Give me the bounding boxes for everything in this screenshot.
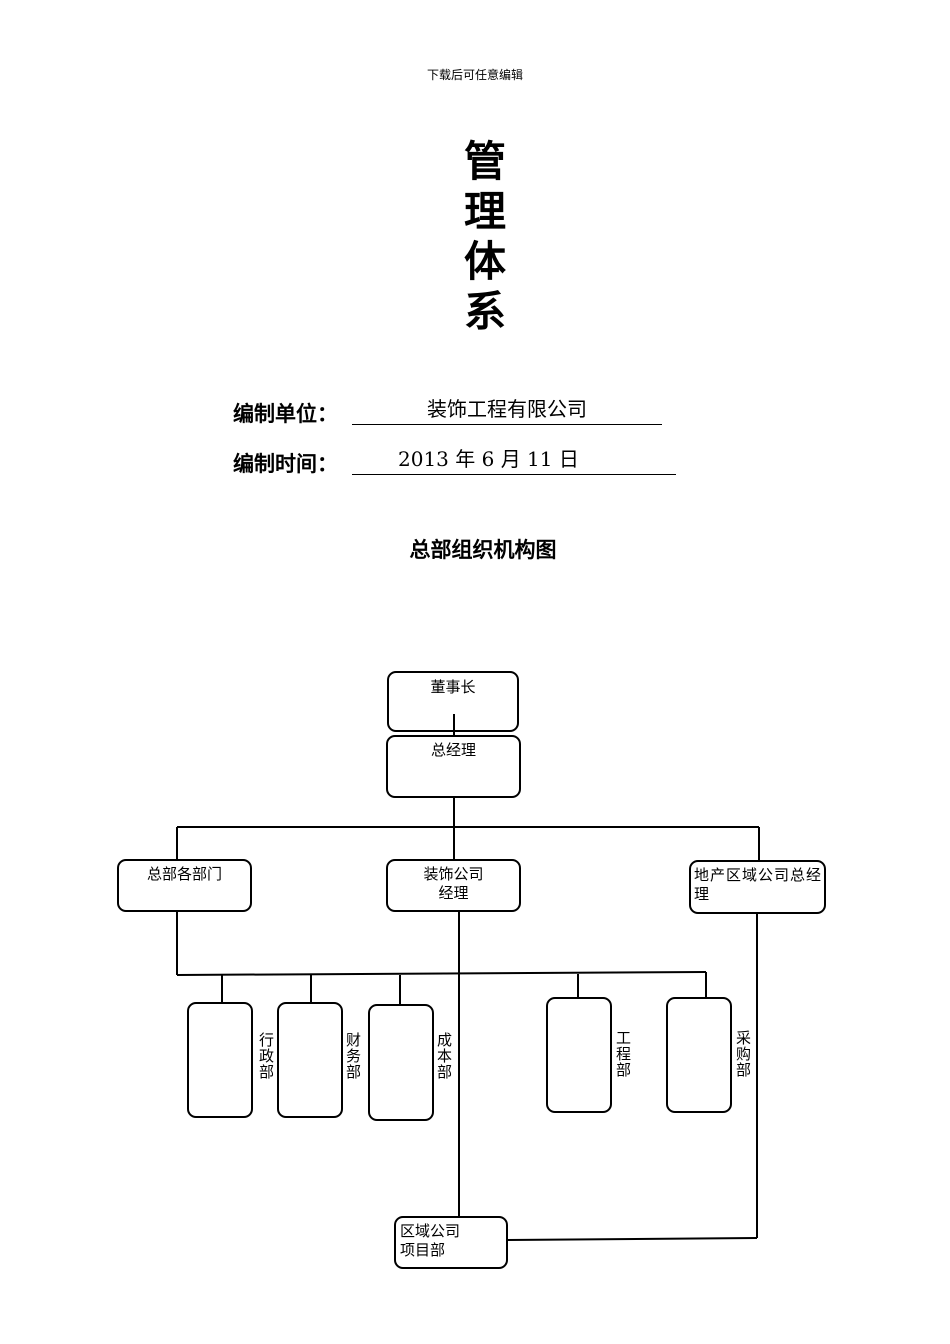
- chart-title: 总部组织机构图: [409, 538, 557, 562]
- finance-dept-box: [277, 1002, 343, 1118]
- regional-project-label: 区域公司 项目部: [400, 1222, 505, 1260]
- purchasing-dept-box: [666, 997, 732, 1113]
- cost-dept-label: 成本部: [435, 1032, 453, 1080]
- time-value: 2013 年 6 月 11 日: [352, 446, 676, 475]
- time-value-text: 2013 年 6 月 11 日: [398, 447, 579, 471]
- decoration-manager-line1: 装饰公司: [423, 865, 484, 883]
- decoration-manager-label: 装饰公司 经理: [387, 865, 520, 903]
- unit-value: 装饰工程有限公司: [352, 396, 662, 425]
- engineering-dept-box: [546, 997, 612, 1113]
- regional-project-line2: 项目部: [400, 1241, 446, 1259]
- admin-dept-label: 行政部: [257, 1032, 275, 1080]
- title-char-1: 管: [463, 137, 506, 186]
- hq-departments-label: 总部各部门: [146, 865, 222, 883]
- cost-dept-box: [368, 1004, 434, 1121]
- title-char-2: 理: [463, 187, 506, 236]
- engineering-dept-label: 工程部: [614, 1030, 632, 1078]
- general-manager-label: 总经理: [430, 741, 476, 759]
- regional-project-line1: 区域公司: [400, 1222, 461, 1240]
- regional-project-box: [394, 1216, 508, 1269]
- regional-gm-label: 地产区域公司总经理: [694, 866, 823, 903]
- title-char-3: 体: [463, 237, 506, 286]
- finance-dept-label: 财务部: [344, 1032, 362, 1080]
- header-note: 下载后可任意编辑: [426, 68, 523, 82]
- admin-dept-box: [187, 1002, 253, 1118]
- unit-label: 编制单位：: [233, 402, 338, 426]
- purchasing-dept-label: 采购部: [734, 1030, 752, 1078]
- chairman-label: 董事长: [430, 678, 476, 696]
- hq-departments-box: [117, 859, 252, 912]
- decoration-manager-line2: 经理: [438, 884, 469, 902]
- title-char-4: 系: [463, 287, 506, 336]
- time-label: 编制时间：: [233, 452, 338, 476]
